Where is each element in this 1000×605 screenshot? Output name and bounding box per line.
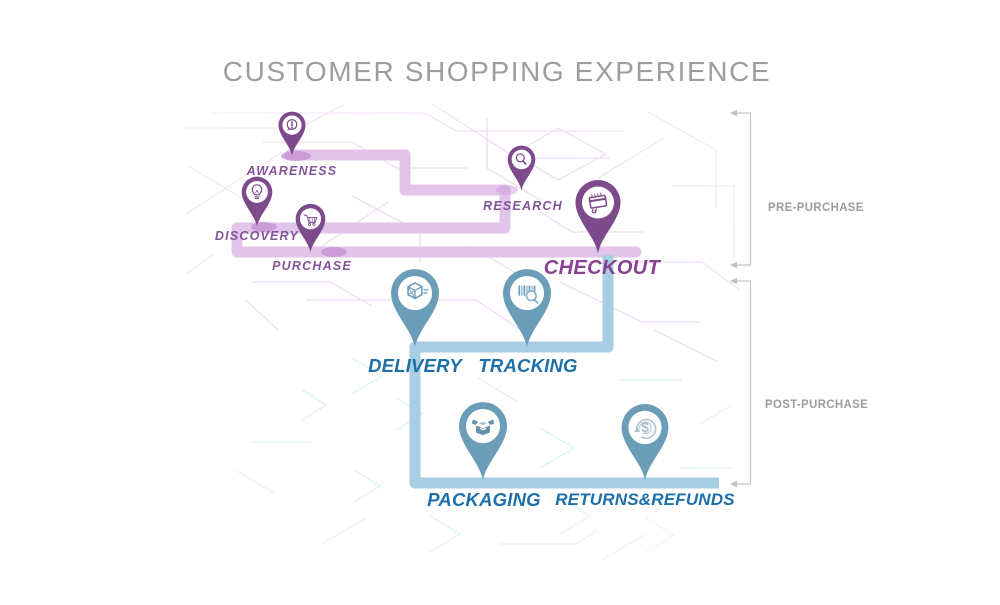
- pin-checkout: [575, 180, 621, 254]
- pin-packaging: [459, 402, 507, 481]
- page-title: CUSTOMER SHOPPING EXPERIENCE: [222, 56, 772, 87]
- pin-purchase: [295, 203, 326, 253]
- edge-fade-overlay: [140, 78, 800, 593]
- barcode-search-icon: [518, 285, 539, 304]
- phase-label-pre-purchase: PRE-PURCHASE: [768, 200, 864, 214]
- money-return-icon: $: [634, 418, 657, 439]
- shipping-box-icon: [407, 282, 429, 300]
- stage-label-discovery: DISCOVERY: [214, 229, 300, 243]
- magnifier-icon: [515, 153, 527, 165]
- pin-awareness: [278, 111, 306, 156]
- stage-label-checkout: CHECKOUT: [543, 257, 661, 279]
- pre-purchase-bracket: [737, 112, 752, 266]
- lightbulb-icon: [251, 184, 263, 199]
- stage-label-purchase: PURCHASE: [272, 259, 352, 273]
- svg-text:$: $: [641, 419, 649, 435]
- shopping-cart-icon: [303, 214, 318, 226]
- stage-label-awareness: AWARENESS: [246, 164, 338, 178]
- stage-label-packaging: PACKAGING: [427, 489, 541, 510]
- phase-label-post-purchase: POST-PURCHASE: [765, 397, 869, 411]
- post-purchase-bracket-arrows: [730, 277, 737, 488]
- stage-label-delivery: DELIVERY: [368, 355, 462, 376]
- exclamation-icon: [286, 119, 298, 131]
- pin-delivery: [391, 269, 439, 348]
- pin-discovery: [241, 176, 273, 227]
- post-purchase-bracket: [737, 280, 752, 485]
- credit-card-icon: [588, 192, 608, 214]
- stage-label-research: RESEARCH: [483, 199, 563, 213]
- pin-research: [507, 145, 536, 191]
- stage-label-returns-refunds: RETURNS&REFUNDS: [555, 490, 735, 509]
- stage-label-tracking: TRACKING: [478, 355, 578, 376]
- pin-tracking: [503, 269, 551, 348]
- pin-returns: $: [621, 404, 669, 481]
- pre-purchase-bracket-arrows: [730, 109, 737, 269]
